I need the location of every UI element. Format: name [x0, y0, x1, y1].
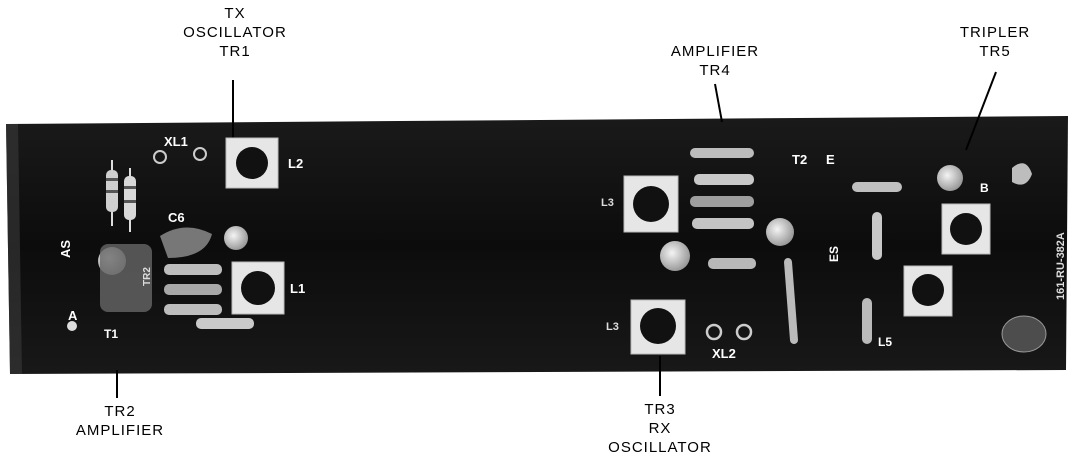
xl2-pad-2	[735, 323, 753, 341]
label-c6: C6	[168, 210, 185, 225]
label-t1: T1	[104, 327, 118, 341]
callout-line: TR2	[104, 403, 136, 420]
label-part-number: 161-RU-382A	[1055, 232, 1067, 300]
coil-tr5	[941, 203, 991, 255]
label-l3-top: L3	[601, 197, 614, 209]
transistor-tr2	[100, 244, 152, 312]
callout-line: RX	[648, 420, 672, 437]
label-b: B	[980, 181, 989, 195]
resistor-left-2	[124, 168, 136, 232]
transistor-tr3	[660, 241, 690, 271]
callout-line: TR3	[644, 401, 676, 418]
callout-line: OSCILLATOR	[183, 24, 287, 41]
xl1-pad-1	[153, 150, 167, 164]
coil-l3-bottom	[630, 299, 686, 355]
resistors-left-mid	[164, 264, 254, 329]
label-e: E	[826, 152, 835, 167]
callout-tr3-rx-oscillator: TR3 RX OSCILLATOR	[590, 400, 730, 457]
capacitor-c6	[160, 227, 212, 258]
label-l1: L1	[290, 281, 305, 296]
coil-l2	[225, 137, 279, 189]
callout-amplifier-tr4: AMPLIFIER TR4	[650, 42, 780, 80]
callout-line: AMPLIFIER	[670, 43, 760, 60]
pot-tr1	[224, 226, 248, 250]
callout-line: AMPLIFIER	[75, 422, 165, 439]
label-xl1: XL1	[164, 134, 188, 149]
leader-amp-tr4	[714, 83, 723, 123]
xl1-pad-2	[193, 147, 207, 161]
pcb-edge-left	[6, 124, 22, 374]
callout-line: TR1	[219, 43, 251, 60]
capacitor-right	[1001, 315, 1047, 353]
coil-l4	[903, 265, 953, 317]
callout-line: TRIPLER	[959, 24, 1031, 41]
coil-l1	[231, 261, 285, 315]
crystal-y1	[1012, 163, 1032, 185]
xl2-pad-1	[705, 323, 723, 341]
callout-tripler-tr5: TRIPLER TR5	[930, 23, 1060, 61]
label-l2: L2	[288, 156, 303, 171]
label-t2: T2	[792, 152, 807, 167]
resistors-center-top	[690, 148, 756, 269]
callout-tx-oscillator-tr1: TX OSCILLATOR TR1	[170, 4, 300, 61]
label-l3-bottom: L3	[606, 321, 619, 333]
label-as: AS	[58, 240, 73, 258]
pad-a	[67, 321, 77, 331]
pot-tripler	[937, 165, 963, 191]
callout-tr2-amplifier: TR2 AMPLIFIER	[50, 402, 190, 440]
leader-tripler	[965, 71, 997, 151]
label-xl2: XL2	[712, 346, 736, 361]
label-l5: L5	[878, 335, 892, 349]
label-tr2: TR2	[142, 267, 153, 286]
label-es: ES	[827, 246, 841, 262]
coil-l3-top	[623, 175, 679, 233]
callout-line: OSCILLATOR	[608, 439, 712, 456]
resistor-left-1	[106, 160, 118, 226]
resistors-right	[852, 182, 902, 344]
transistor-tr4	[766, 218, 794, 246]
label-a: A	[68, 308, 78, 323]
callout-line: TR5	[979, 43, 1011, 60]
callout-line: TR4	[699, 62, 731, 79]
resistor-vertical-center	[784, 258, 798, 344]
callout-line: TX	[224, 5, 246, 22]
